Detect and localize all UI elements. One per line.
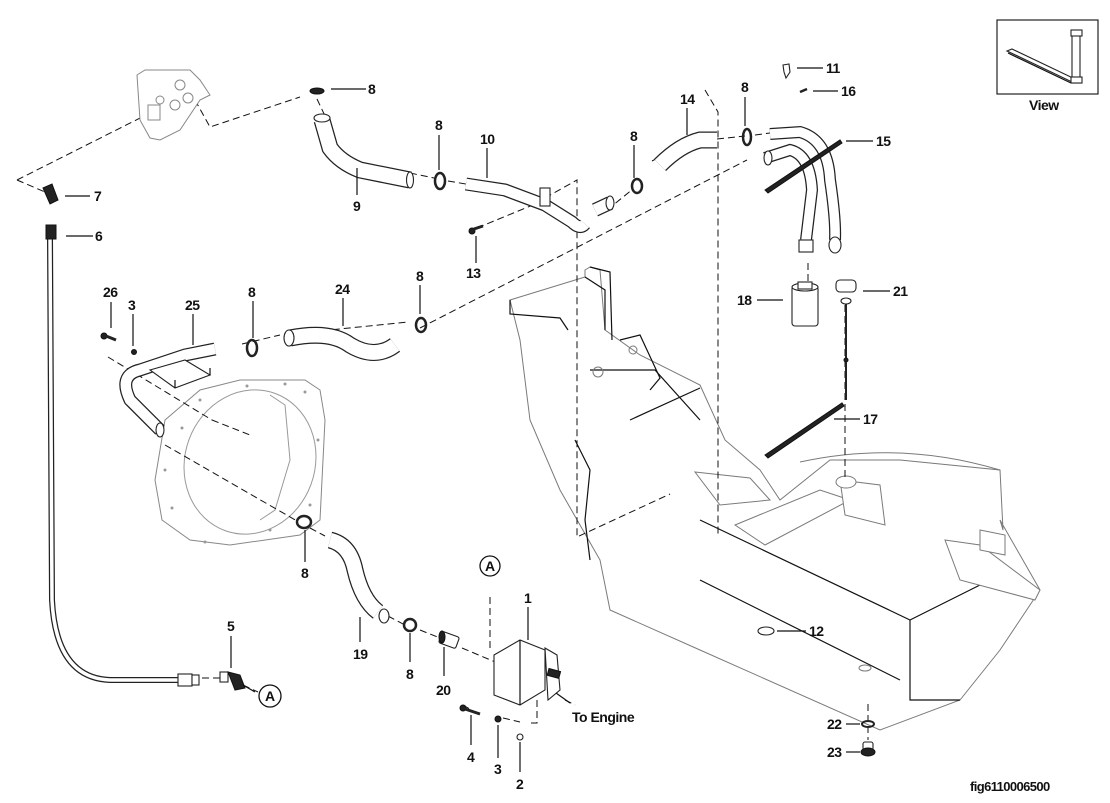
callout-6: 6 — [95, 228, 103, 244]
fitting-20 — [438, 630, 460, 649]
callout-9: 9 — [353, 198, 361, 214]
callout-25: 25 — [185, 297, 200, 313]
dipstick-cap-21 — [835, 279, 857, 400]
callout-21: 21 — [893, 283, 908, 299]
washer-16 — [799, 87, 808, 94]
callout-16: 16 — [841, 83, 856, 99]
reference-marker-a-bottom: A — [242, 684, 282, 708]
washer-3 — [494, 715, 502, 723]
washer-3 — [131, 349, 137, 355]
callout-3: 3 — [494, 761, 502, 777]
reference-marker-label: A — [265, 688, 275, 704]
nut-2 — [516, 733, 524, 741]
assembly-lines — [16, 89, 869, 740]
callout-8: 8 — [416, 268, 424, 284]
view-inset-label: View — [1029, 97, 1059, 113]
tube-10 — [465, 177, 590, 234]
hose-clamp — [309, 87, 325, 95]
hose-14 — [653, 131, 717, 172]
tank-flange-gasket — [764, 139, 843, 194]
callout-13: 13 — [466, 265, 481, 281]
elbow-fitting-5 — [219, 671, 246, 691]
callout-15: 15 — [876, 133, 891, 149]
o-ring-22 — [861, 720, 875, 728]
hose-clamp — [630, 177, 644, 195]
hose-clamp — [402, 617, 418, 633]
elbow-fitting-7 — [42, 183, 59, 205]
hose-clamp — [741, 127, 753, 147]
callout-8: 8 — [406, 666, 414, 682]
callout-1: 1 — [524, 590, 532, 606]
callout-8: 8 — [435, 117, 443, 133]
callout-3: 3 — [128, 297, 136, 313]
callout-17: 17 — [863, 411, 878, 427]
callout-7: 7 — [94, 188, 102, 204]
callout-8: 8 — [368, 81, 376, 97]
to-engine-note: To Engine — [572, 709, 635, 725]
callout-8: 8 — [301, 565, 309, 581]
plug-23 — [860, 741, 876, 757]
callout-23: 23 — [827, 744, 842, 760]
hose-clamp — [245, 338, 259, 358]
hose-clamp — [295, 514, 313, 530]
callout-24: 24 — [335, 281, 350, 297]
hose-clamp — [433, 171, 447, 191]
filter-18 — [791, 281, 819, 327]
hose-stub — [592, 195, 615, 217]
bolt-26 — [100, 332, 117, 342]
bolt-13 — [468, 224, 484, 235]
hose-24 — [283, 326, 401, 361]
bell-housing — [154, 379, 326, 546]
callout-19: 19 — [353, 646, 368, 662]
callout-8: 8 — [741, 79, 749, 95]
figure-id: fig6110006500 — [970, 779, 1050, 794]
callout-11: 11 — [826, 60, 841, 76]
hose-clamp — [414, 316, 428, 334]
bolt-4 — [459, 704, 481, 716]
callout-18: 18 — [737, 292, 752, 308]
callout-14: 14 — [680, 91, 695, 107]
callouts: 8 7 6 9 8 10 13 8 14 8 11 16 15 18 21 17… — [65, 60, 909, 792]
callout-5: 5 — [227, 618, 235, 634]
chassis-frame — [509, 266, 1041, 731]
control-valve — [136, 69, 211, 141]
tube-25 — [119, 342, 217, 438]
hydraulic-hose — [45, 224, 200, 687]
callout-22: 22 — [827, 716, 842, 732]
fork-view-icon — [1005, 29, 1083, 84]
callout-8: 8 — [248, 284, 256, 300]
callout-8: 8 — [630, 128, 638, 144]
callout-4: 4 — [467, 749, 475, 765]
callout-2: 2 — [516, 776, 524, 792]
callout-20: 20 — [436, 682, 451, 698]
callout-26: 26 — [103, 284, 118, 300]
callout-12: 12 — [809, 623, 824, 639]
view-inset: View — [996, 19, 1099, 113]
hose-19 — [327, 531, 390, 624]
hose-9 — [313, 113, 415, 189]
gasket-17 — [764, 402, 845, 459]
plug-12 — [757, 626, 775, 636]
hydraulic-pump-1 — [493, 639, 562, 706]
callout-10: 10 — [480, 131, 495, 147]
screw-11 — [782, 63, 791, 80]
reference-marker-a-top: A — [479, 555, 501, 577]
reference-marker-label: A — [485, 558, 495, 574]
